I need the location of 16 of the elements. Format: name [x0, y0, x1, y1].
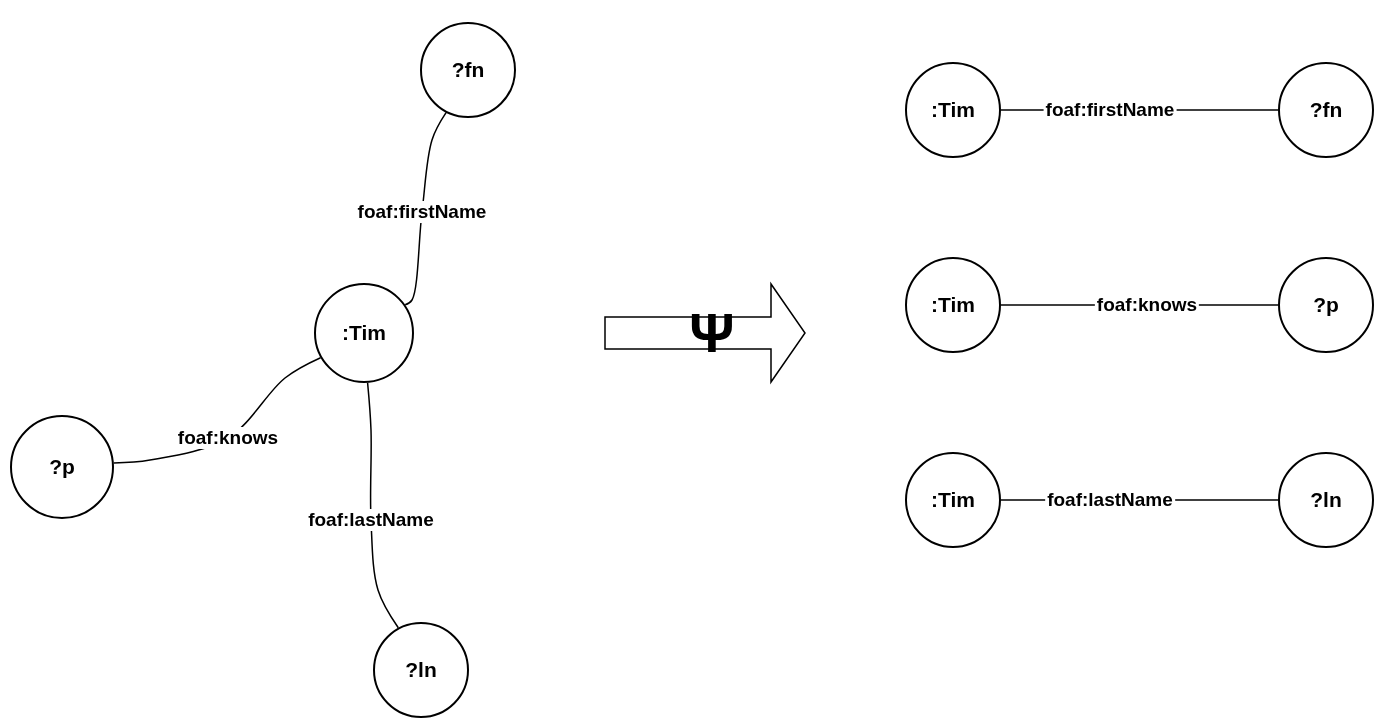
- node-label: ?fn: [1309, 98, 1343, 122]
- node-label: ?ln: [405, 658, 437, 682]
- node-label: ?ln: [1310, 488, 1342, 512]
- connector-line: [366, 382, 400, 629]
- node-label: :Tim: [931, 293, 975, 317]
- edge-label: foaf:knows: [175, 427, 281, 449]
- psi-symbol: Ψ: [689, 305, 735, 361]
- node-label: ?p: [1313, 293, 1339, 317]
- node-label: :Tim: [931, 488, 975, 512]
- node-label: ?p: [49, 455, 75, 479]
- node-label: :Tim: [931, 98, 975, 122]
- connector-line: [404, 111, 447, 306]
- edge-label: foaf:firstName: [355, 201, 489, 223]
- edge-label: foaf:lastName: [306, 509, 436, 531]
- node-label: ?fn: [451, 58, 485, 82]
- node-label: :Tim: [342, 321, 386, 345]
